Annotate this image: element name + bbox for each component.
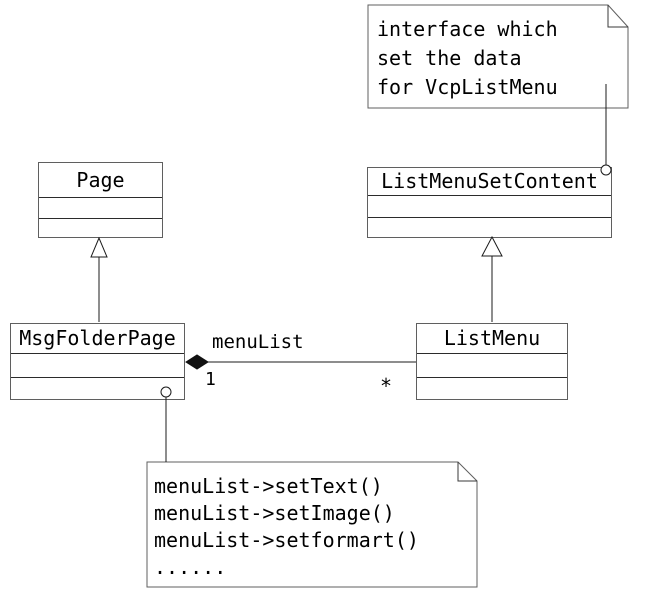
class-listmenusetcontent-operations-compartment: [368, 218, 611, 237]
note-interface-text: interface which set the data for VcpList…: [377, 15, 607, 102]
multiplicity-part: *: [380, 374, 393, 398]
class-page-attributes-compartment: [39, 198, 162, 219]
class-page: Page: [38, 162, 163, 238]
generalization-arrowhead-listmenusetcontent-icon: [481, 235, 503, 257]
note-usage-line: menuList->setformart(): [154, 528, 419, 552]
note-interface-line: interface which: [377, 17, 558, 41]
class-msgfolderpage: MsgFolderPage: [10, 323, 185, 400]
class-listmenusetcontent-attributes-compartment: [368, 196, 611, 218]
class-msgfolderpage-operations-compartment: [11, 378, 184, 399]
class-listmenu-operations-compartment: [417, 378, 567, 399]
note-usage-line: menuList->setText(): [154, 474, 383, 498]
note-interface-line: for VcpListMenu: [377, 75, 558, 99]
class-msgfolderpage-attributes-compartment: [11, 354, 184, 378]
note-interface-fold-icon: [607, 5, 628, 28]
association-label-menulist: menuList: [212, 331, 304, 353]
note-usage-line: menuList->setImage(): [154, 501, 395, 525]
composition-diamond-icon: [185, 354, 209, 370]
class-page-operations-compartment: [39, 219, 162, 237]
note-interface-line: set the data: [377, 46, 522, 70]
generalization-arrowhead-page-icon: [90, 236, 108, 258]
note-usage-text: menuList->setText() menuList->setImage()…: [154, 473, 464, 581]
class-listmenusetcontent: ListMenuSetContent: [367, 167, 612, 238]
multiplicity-owner: 1: [205, 369, 216, 390]
class-listmenu-attributes-compartment: [417, 354, 567, 378]
class-page-title: Page: [39, 163, 162, 198]
class-listmenu: ListMenu: [416, 323, 568, 400]
class-listmenusetcontent-title: ListMenuSetContent: [368, 168, 611, 196]
class-msgfolderpage-title: MsgFolderPage: [11, 324, 184, 354]
note-usage-line: ......: [154, 555, 227, 579]
class-listmenu-title: ListMenu: [417, 324, 567, 354]
